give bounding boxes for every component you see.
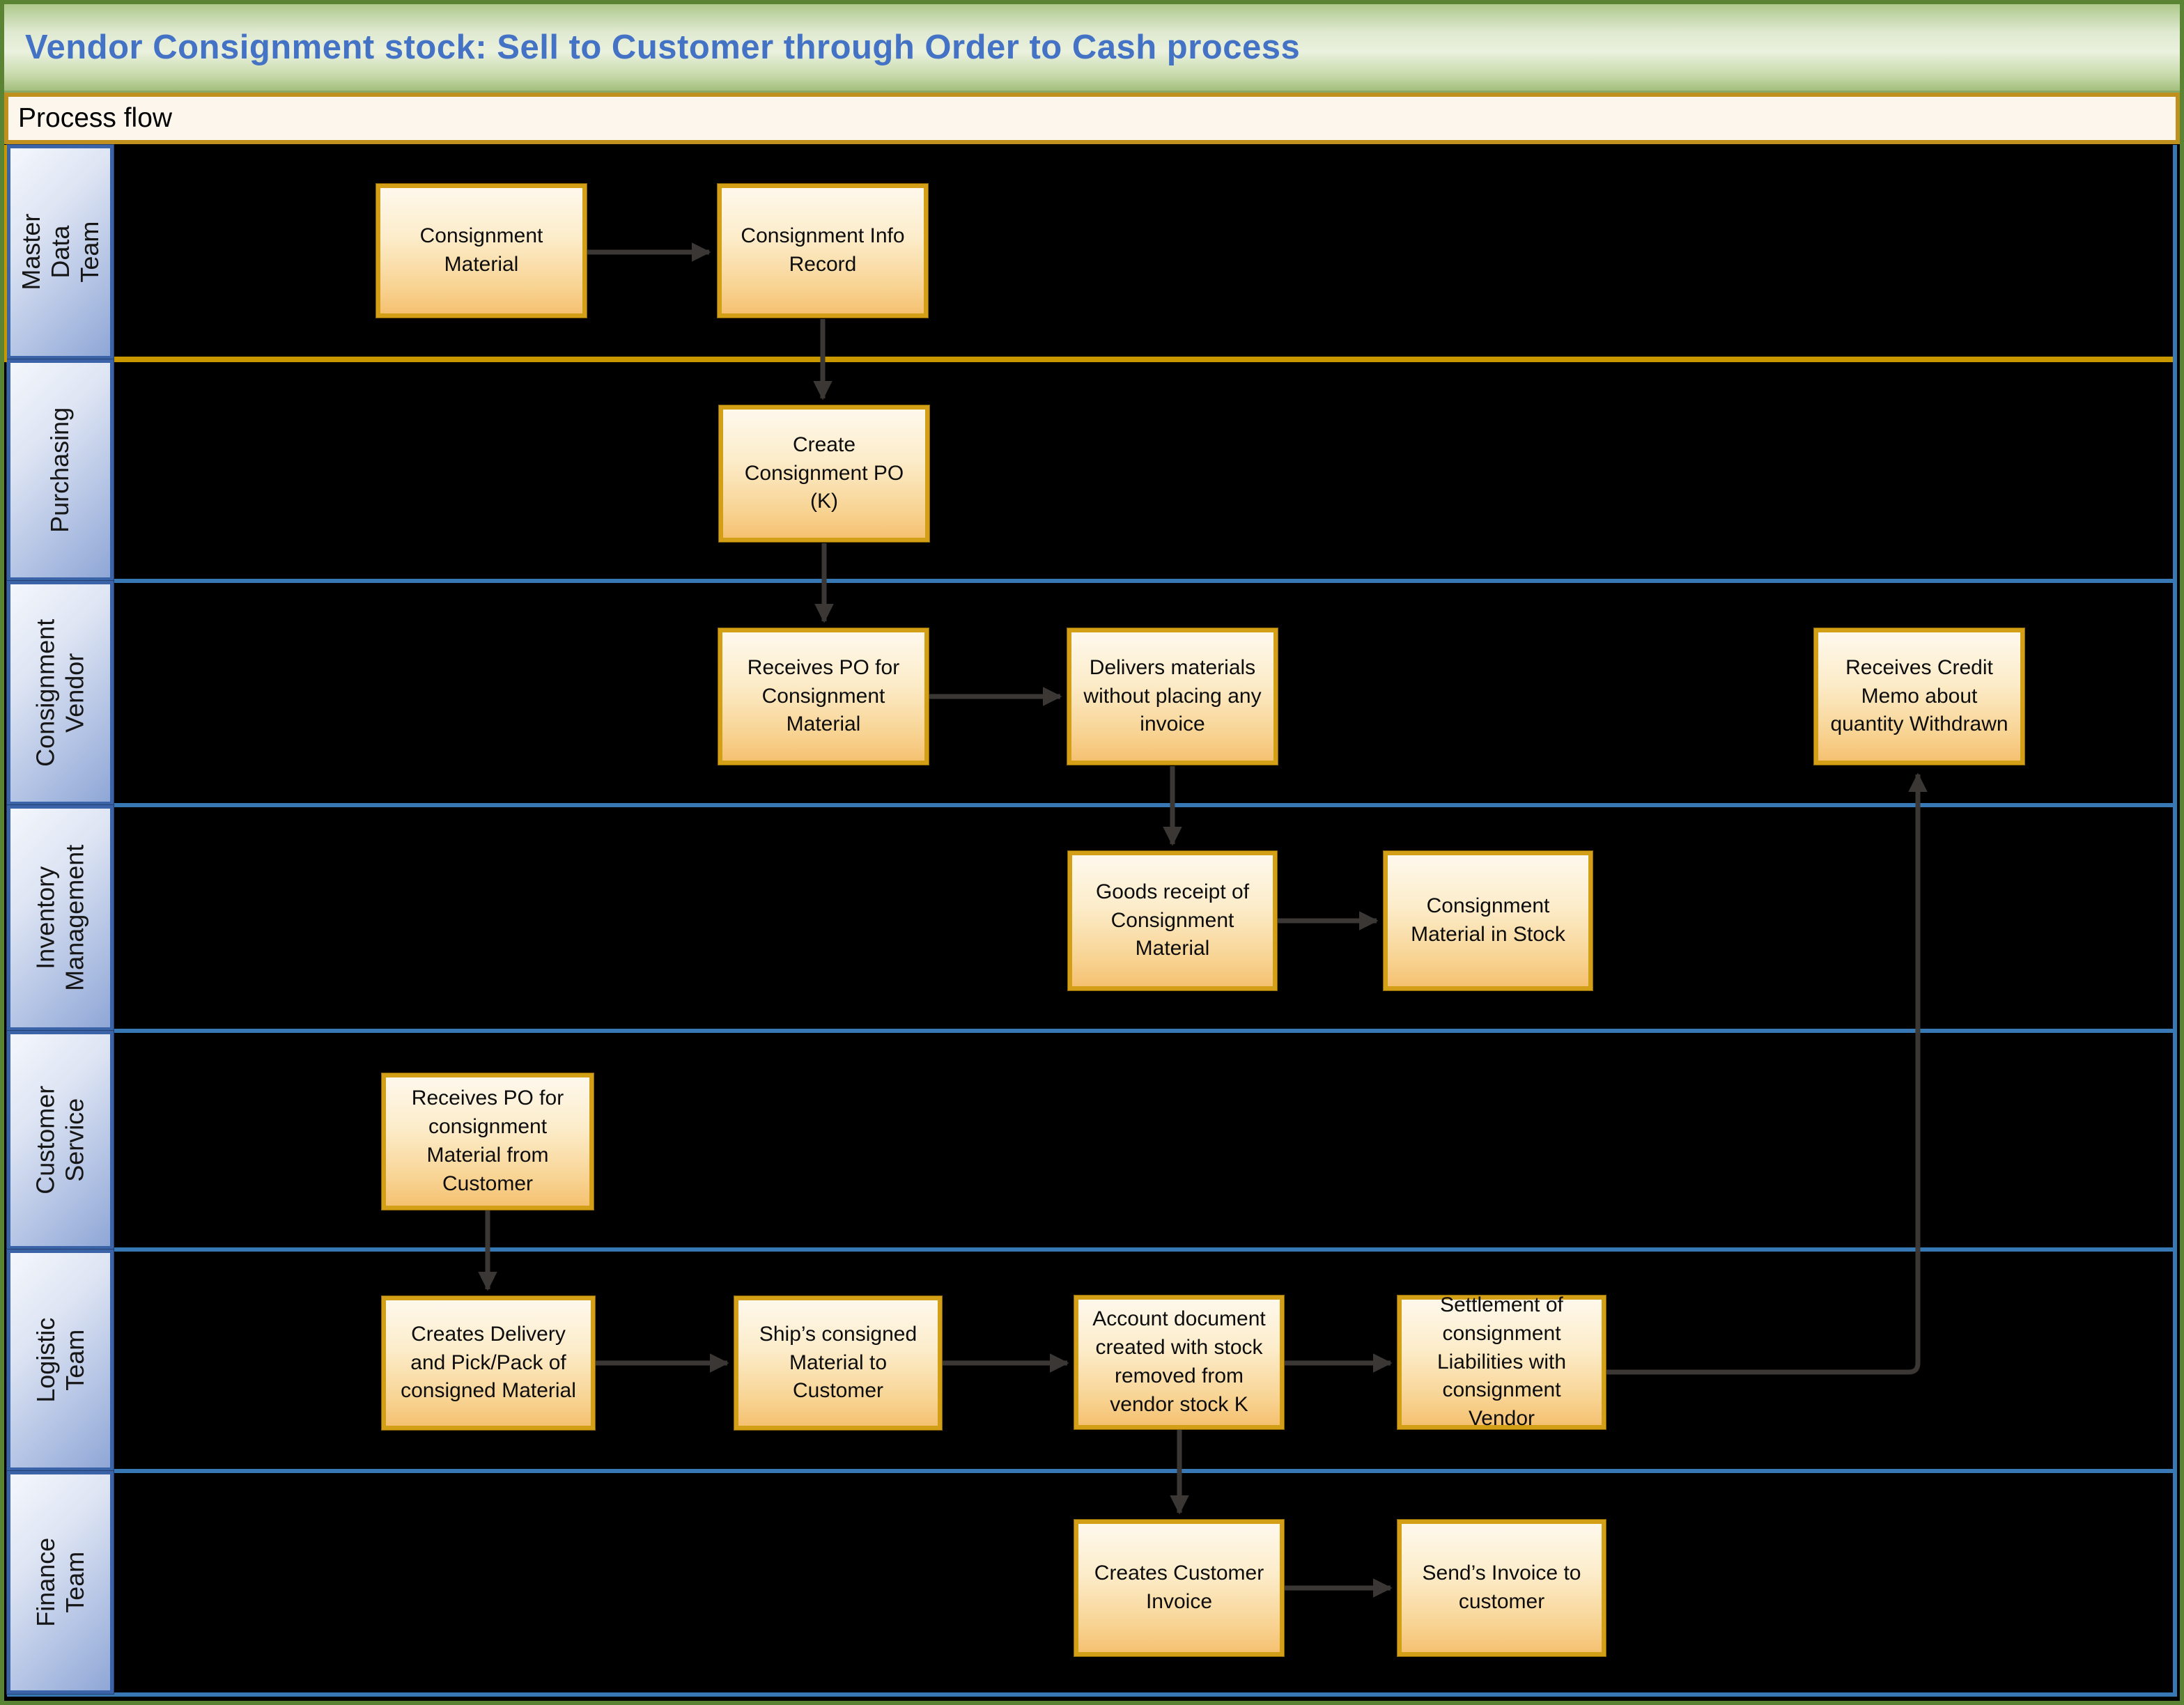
node-label: Consignment Info Record — [741, 224, 905, 276]
lane-separator — [111, 1469, 2177, 1473]
node-label: Settlement of consignment Liabilities wi… — [1436, 1293, 1567, 1431]
lane-separator — [111, 1029, 2177, 1033]
page-title: Vendor Consignment stock: Sell to Custom… — [25, 29, 1301, 66]
lane-separator — [111, 803, 2177, 807]
node-receives-po-vendor[interactable]: Receives PO for Consignment Material — [718, 628, 929, 765]
lane-separator — [111, 1247, 2177, 1252]
lane-label-text: Inventory Management — [31, 844, 89, 992]
node-consignment-material[interactable]: Consignment Material — [376, 184, 587, 318]
lane-label-consignment-vendor: Consignment Vendor — [6, 580, 114, 806]
lane1-gold-edge — [3, 145, 7, 362]
lane-label-inventory-management: Inventory Management — [6, 804, 114, 1031]
lane-label-text: Logistic Team — [31, 1317, 89, 1403]
lane-label-logistic-team: Logistic Team — [6, 1249, 114, 1472]
node-receives-po-customer[interactable]: Receives PO for consignment Material fro… — [382, 1073, 594, 1210]
lane-label-master-data-team: Master Data Team — [6, 144, 114, 360]
node-ships-consigned-material[interactable]: Ship’s consigned Material to Customer — [734, 1296, 942, 1430]
node-sends-invoice[interactable]: Send’s Invoice to customer — [1397, 1520, 1606, 1656]
node-label: Ship’s consigned Material to Customer — [759, 1322, 917, 1403]
node-label: Delivers materials without placing any i… — [1083, 655, 1262, 736]
lane-separator-gold — [111, 357, 2177, 362]
lane-label-purchasing: Purchasing — [6, 359, 114, 582]
node-delivers-materials[interactable]: Delivers materials without placing any i… — [1067, 628, 1278, 765]
node-label: Creates Delivery and Pick/Pack of consig… — [401, 1322, 576, 1403]
lane-label-text: Purchasing — [45, 407, 75, 534]
node-goods-receipt[interactable]: Goods receipt of Consignment Material — [1068, 851, 1277, 990]
node-consignment-material-in-stock[interactable]: Consignment Material in Stock — [1384, 851, 1593, 990]
node-account-document[interactable]: Account document created with stock remo… — [1074, 1295, 1284, 1429]
lane-label-finance-team: Finance Team — [6, 1470, 114, 1695]
node-label: Creates Customer Invoice — [1094, 1562, 1264, 1613]
arrow-settlement-to-creditmemo — [1606, 772, 1928, 1375]
lane-label-customer-service: Customer Service — [6, 1030, 114, 1250]
node-label: Account document created with stock remo… — [1092, 1307, 1266, 1416]
node-receives-credit-memo[interactable]: Receives Credit Memo about quantity With… — [1814, 628, 2024, 765]
node-label: Consignment Material in Stock — [1411, 894, 1565, 946]
diagram-right-border — [2173, 145, 2177, 1697]
diagram-bottom-border — [7, 1692, 2177, 1697]
lane-label-text: Finance Team — [31, 1537, 89, 1628]
title-bar: Vendor Consignment stock: Sell to Custom… — [4, 4, 2180, 93]
lane-separator — [111, 579, 2177, 583]
node-label: Send’s Invoice to customer — [1422, 1562, 1581, 1613]
node-create-consignment-po[interactable]: Create Consignment PO (K) — [719, 405, 929, 542]
section-header: Process flow — [4, 93, 2180, 144]
node-label: Consignment Material — [419, 224, 543, 276]
node-settlement-liabilities[interactable]: Settlement of consignment Liabilities wi… — [1397, 1293, 1606, 1430]
node-label: Create Consignment PO (K) — [744, 433, 904, 513]
node-consignment-info-record[interactable]: Consignment Info Record — [718, 184, 928, 318]
node-label: Receives PO for Consignment Material — [747, 655, 900, 736]
node-creates-customer-invoice[interactable]: Creates Customer Invoice — [1074, 1520, 1284, 1656]
node-label: Receives PO for consignment Material fro… — [411, 1087, 564, 1195]
section-label: Process flow — [18, 103, 173, 133]
lane-label-text: Consignment Vendor — [31, 618, 89, 768]
node-label: Receives Credit Memo about quantity With… — [1830, 655, 2008, 736]
lane-label-text: Customer Service — [31, 1085, 89, 1195]
node-creates-delivery[interactable]: Creates Delivery and Pick/Pack of consig… — [382, 1296, 595, 1430]
lane-label-text: Master Data Team — [16, 213, 104, 291]
node-label: Goods receipt of Consignment Material — [1095, 880, 1250, 960]
